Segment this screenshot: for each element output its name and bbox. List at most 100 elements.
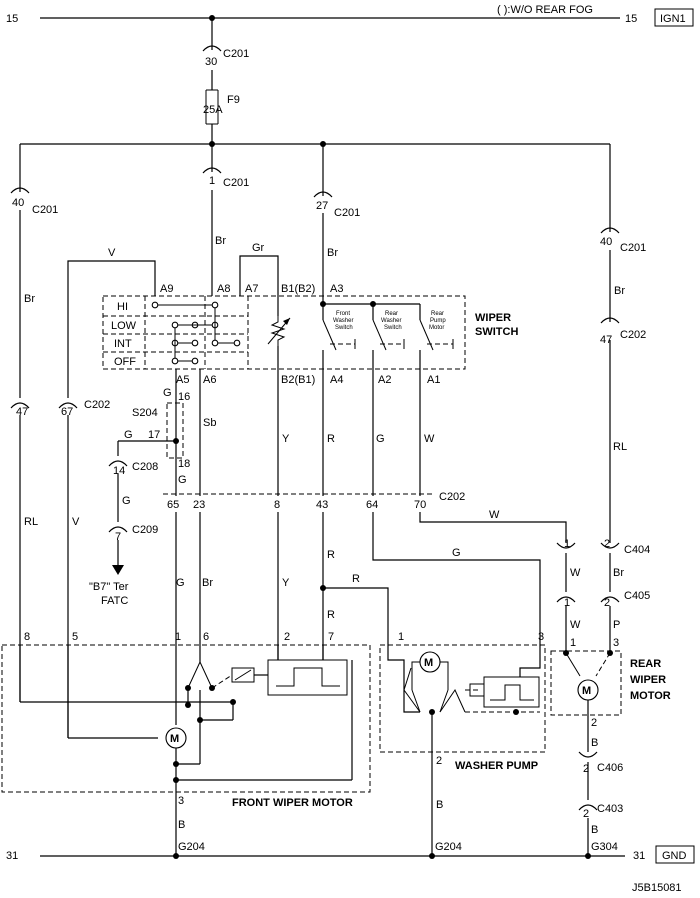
svg-text:G: G xyxy=(176,577,185,589)
svg-text:2: 2 xyxy=(604,597,610,609)
svg-text:R: R xyxy=(327,549,335,561)
svg-text:67: 67 xyxy=(61,406,73,418)
rear-fog-note: ( ):W/O REAR FOG xyxy=(497,4,593,16)
svg-text:1: 1 xyxy=(570,637,576,649)
svg-text:C406: C406 xyxy=(597,762,623,774)
pos-int: INT xyxy=(114,338,132,350)
gnd-label: GND xyxy=(662,850,687,862)
rear-motor-title-3: MOTOR xyxy=(630,690,671,702)
fuse-rating: 25A xyxy=(203,104,223,116)
front-motor-title: FRONT WIPER MOTOR xyxy=(232,797,353,809)
rear-motor-title-2: WIPER xyxy=(630,674,666,686)
svg-text:27: 27 xyxy=(316,200,328,212)
svg-text:Br: Br xyxy=(613,567,624,579)
svg-text:"B7" Ter: "B7" Ter xyxy=(89,581,129,593)
svg-text:V: V xyxy=(72,516,80,528)
svg-text:70: 70 xyxy=(414,499,426,511)
svg-text:B: B xyxy=(436,799,443,811)
svg-text:R: R xyxy=(327,433,335,445)
svg-text:C202: C202 xyxy=(620,329,646,341)
pin-a5: A5 xyxy=(176,374,189,386)
front-motor-m: M xyxy=(170,733,179,745)
pin-a7: A7 xyxy=(245,283,258,295)
svg-text:RL: RL xyxy=(613,441,627,453)
svg-text:Washer: Washer xyxy=(381,318,401,324)
svg-text:17: 17 xyxy=(148,429,160,441)
svg-text:40: 40 xyxy=(600,236,612,248)
svg-text:C201: C201 xyxy=(334,207,360,219)
svg-text:C403: C403 xyxy=(597,803,623,815)
svg-text:C201: C201 xyxy=(223,177,249,189)
fuse-number: F9 xyxy=(227,94,240,106)
svg-text:G204: G204 xyxy=(435,841,462,853)
svg-text:7: 7 xyxy=(328,631,334,643)
svg-text:40: 40 xyxy=(12,197,24,209)
svg-text:R: R xyxy=(327,609,335,621)
svg-text:Motor: Motor xyxy=(429,325,444,331)
pin-b1: B1(B2) xyxy=(281,283,315,295)
svg-text:B: B xyxy=(591,737,598,749)
svg-text:3: 3 xyxy=(538,631,544,643)
svg-text:W: W xyxy=(570,567,581,579)
gnd-box xyxy=(655,845,695,864)
svg-text:P: P xyxy=(613,619,620,631)
svg-text:Sb: Sb xyxy=(203,417,216,429)
svg-text:G304: G304 xyxy=(591,841,618,853)
svg-text:Br: Br xyxy=(327,247,338,259)
svg-text:2: 2 xyxy=(284,631,290,643)
svg-text:5: 5 xyxy=(72,631,78,643)
pos-low: LOW xyxy=(111,320,137,332)
svg-text:Pump: Pump xyxy=(430,318,446,324)
svg-text:16: 16 xyxy=(178,391,190,403)
pin-a8: A8 xyxy=(217,283,230,295)
svg-text:C208: C208 xyxy=(132,461,158,473)
svg-text:Rear: Rear xyxy=(431,311,444,317)
svg-text:Y: Y xyxy=(282,577,290,589)
ign1-label: IGN1 xyxy=(660,13,686,25)
rear-wiper-motor: 1 3 M 2 REAR WIPER MOTOR B 2 C406 2 C403… xyxy=(550,637,671,856)
svg-text:1: 1 xyxy=(564,538,570,550)
svg-text:8: 8 xyxy=(274,499,280,511)
pos-hi: HI xyxy=(117,301,128,313)
svg-text:C405: C405 xyxy=(624,590,650,602)
branch-right: 40 C201 Br 47 C202 RL xyxy=(600,227,646,543)
switch-top-wires: V Gr xyxy=(67,242,279,398)
svg-text:1: 1 xyxy=(564,597,570,609)
svg-text:G: G xyxy=(376,433,385,445)
svg-text:18: 18 xyxy=(178,458,190,470)
svg-text:65: 65 xyxy=(167,499,179,511)
pin-a3: A3 xyxy=(330,283,343,295)
pin-b2: B2(B1) xyxy=(281,374,315,386)
wiper-switch-title-2: SWITCH xyxy=(475,326,518,338)
svg-text:23: 23 xyxy=(193,499,205,511)
svg-text:C404: C404 xyxy=(624,544,650,556)
svg-text:3: 3 xyxy=(178,795,184,807)
c201-top-pin: 30 xyxy=(205,56,217,68)
svg-text:G: G xyxy=(124,429,133,441)
rear-motor-title-1: REAR xyxy=(630,658,661,670)
top-rail: 15 15 ( ):W/O REAR FOG IGN1 xyxy=(6,4,694,27)
svg-text:1: 1 xyxy=(175,631,181,643)
rail-15-left: 15 xyxy=(6,13,18,25)
svg-text:47: 47 xyxy=(16,406,28,418)
svg-text:2: 2 xyxy=(583,763,589,775)
ground-rail: 31 31 GND G204 G204 G304 J5B15081 xyxy=(6,841,695,894)
ign1-box xyxy=(654,8,694,27)
svg-text:Br: Br xyxy=(215,235,226,247)
svg-text:FATC: FATC xyxy=(101,595,128,607)
svg-text:Br: Br xyxy=(24,293,35,305)
svg-text:7: 7 xyxy=(115,531,121,543)
svg-text:64: 64 xyxy=(366,499,378,511)
pump-motor-m: M xyxy=(424,657,433,669)
svg-text:43: 43 xyxy=(316,499,328,511)
switch-bottom-wires: Y R G W xyxy=(277,369,435,496)
svg-text:47: 47 xyxy=(600,334,612,346)
s204-splice: G 16 S204 G 17 18 G Sb 14 C208 G 7 C209 … xyxy=(89,369,216,607)
branch-a8: 1 C201 Br xyxy=(202,144,249,296)
svg-text:6: 6 xyxy=(203,631,209,643)
svg-text:Br: Br xyxy=(202,577,213,589)
svg-text:C202: C202 xyxy=(84,399,110,411)
svg-text:C201: C201 xyxy=(32,204,58,216)
svg-text:Gr: Gr xyxy=(252,242,265,254)
